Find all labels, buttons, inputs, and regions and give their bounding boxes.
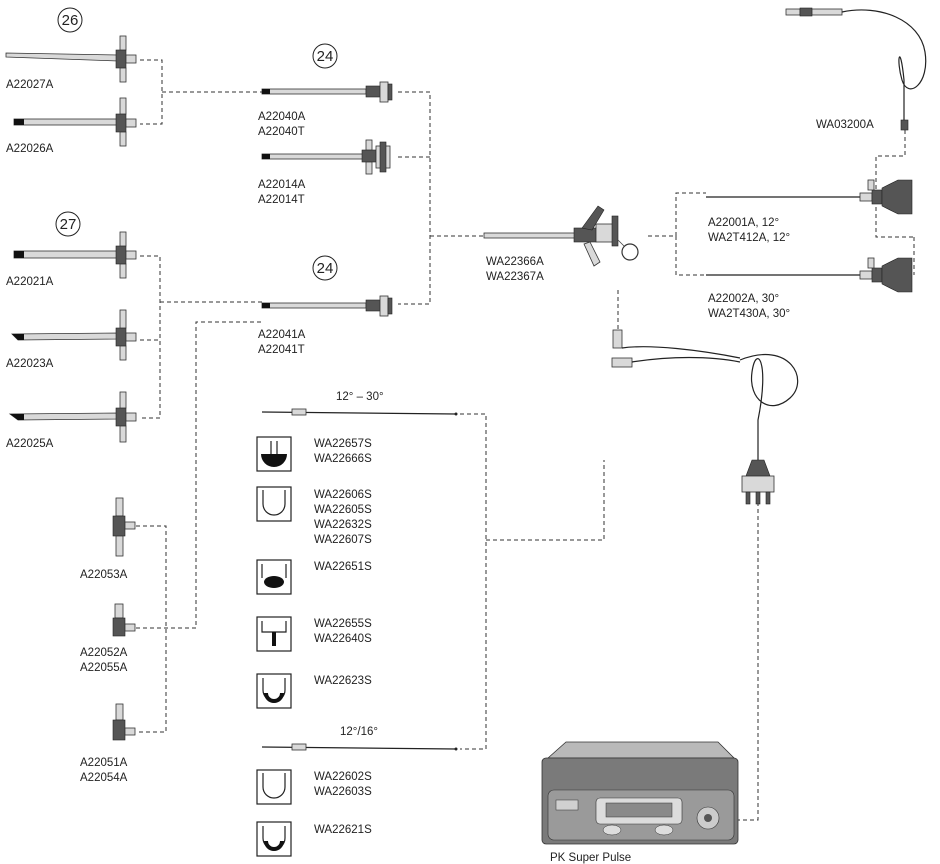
label-wa22623s: WA22623S [314, 675, 372, 687]
sheath-a22014a [262, 140, 390, 174]
electrode-icon-e1 [257, 437, 291, 471]
hf-cable [612, 330, 798, 504]
label-wa2t412a: WA2T412A, 12° [708, 232, 790, 244]
label-wa22666s: WA22666S [314, 453, 372, 465]
label-a22027a: A22027A [6, 79, 54, 91]
label-generator: PK Super Pulse [550, 852, 631, 864]
label-wa22602s: WA22602S [314, 771, 372, 783]
label-a22041a: A22041A [258, 329, 306, 341]
label-wa22657s: WA22657S [314, 438, 372, 450]
label-a22002a: A22002A, 30° [708, 293, 779, 305]
label-wa22621s: WA22621S [314, 824, 372, 836]
label-a22054a: A22054A [80, 772, 128, 784]
telescope-12 [706, 180, 912, 214]
light-cable [786, 8, 926, 130]
label-wa22603s: WA22603S [314, 786, 372, 798]
electrode-icon-e4 [257, 617, 291, 651]
electrode-icon-e5 [257, 674, 291, 708]
sheath-a22021a [14, 232, 136, 278]
sheath-a22027a [6, 36, 136, 82]
electrode-shaft-12-16 [262, 744, 458, 751]
adapter-a22053a [113, 498, 135, 556]
label-a22052a: A22052A [80, 647, 128, 659]
telescope-30 [706, 258, 912, 292]
sheath-a22026a [14, 98, 136, 146]
label-a22001a: A22001A, 12° [708, 217, 779, 229]
label-wa22607s: WA22607S [314, 534, 372, 546]
electrode-icon-e2 [257, 487, 291, 521]
label-a22051a: A22051A [80, 757, 128, 769]
marker-24-top-label: 24 [317, 48, 334, 65]
label-a22040t: A22040T [258, 126, 305, 138]
label-a22053a: A22053A [80, 569, 128, 581]
electrode-group: 12° – 30° WA22657S WA22666S WA22606S WA2… [257, 391, 458, 856]
angle-label-12-16: 12°/16° [340, 726, 378, 738]
label-wa22655s: WA22655S [314, 618, 372, 630]
connector-lines [136, 60, 914, 820]
label-wa22632s: WA22632S [314, 519, 372, 531]
label-a22014t: A22014T [258, 194, 305, 206]
label-a22041t: A22041T [258, 344, 305, 356]
marker-26-label: 26 [62, 12, 79, 29]
sheath-a22023a [12, 310, 136, 360]
label-a22025a: A22025A [6, 438, 54, 450]
label-wa22606s: WA22606S [314, 489, 372, 501]
marker-27-label: 27 [60, 216, 77, 233]
adapter-a22052a [113, 604, 135, 636]
sheath-group-26: 26 A22027A A22026A [6, 8, 136, 155]
label-wa22640s: WA22640S [314, 633, 372, 645]
generator-unit [542, 742, 738, 844]
adapter-a22051a [113, 704, 135, 740]
label-wa22366a: WA22366A [486, 256, 544, 268]
label-a22014a: A22014A [258, 179, 306, 191]
electrode-icon-e7 [257, 822, 291, 856]
sheath-a22025a [10, 392, 136, 442]
label-a22055a: A22055A [80, 662, 128, 674]
marker-24-bottom-label: 24 [317, 260, 334, 277]
adapter-group: A22053A A22052A A22055A A22051A A22054A [80, 498, 135, 784]
label-a22021a: A22021A [6, 276, 54, 288]
sheath-group-27: 27 A22021A A22023A A22025A [6, 212, 136, 450]
electrode-icon-e6 [257, 770, 291, 804]
electrode-shaft-12-30 [262, 409, 458, 416]
label-wa22367a: WA22367A [486, 271, 544, 283]
sheath-a22040a [262, 82, 392, 102]
electrode-icon-e3 [257, 560, 291, 594]
label-wa2t430a: WA2T430A, 30° [708, 308, 790, 320]
label-a22026a: A22026A [6, 143, 54, 155]
label-wa22605s: WA22605S [314, 504, 372, 516]
label-wa22651s: WA22651S [314, 561, 372, 573]
outer-sheath-group: 24 A22040A A22040T A22014A A22014T 24 [258, 44, 392, 356]
label-wa03200a: WA03200A [816, 119, 874, 131]
angle-label-12-30: 12° – 30° [336, 391, 384, 403]
label-a22023a: A22023A [6, 358, 54, 370]
label-a22040a: A22040A [258, 111, 306, 123]
sheath-a22041a [262, 296, 392, 316]
